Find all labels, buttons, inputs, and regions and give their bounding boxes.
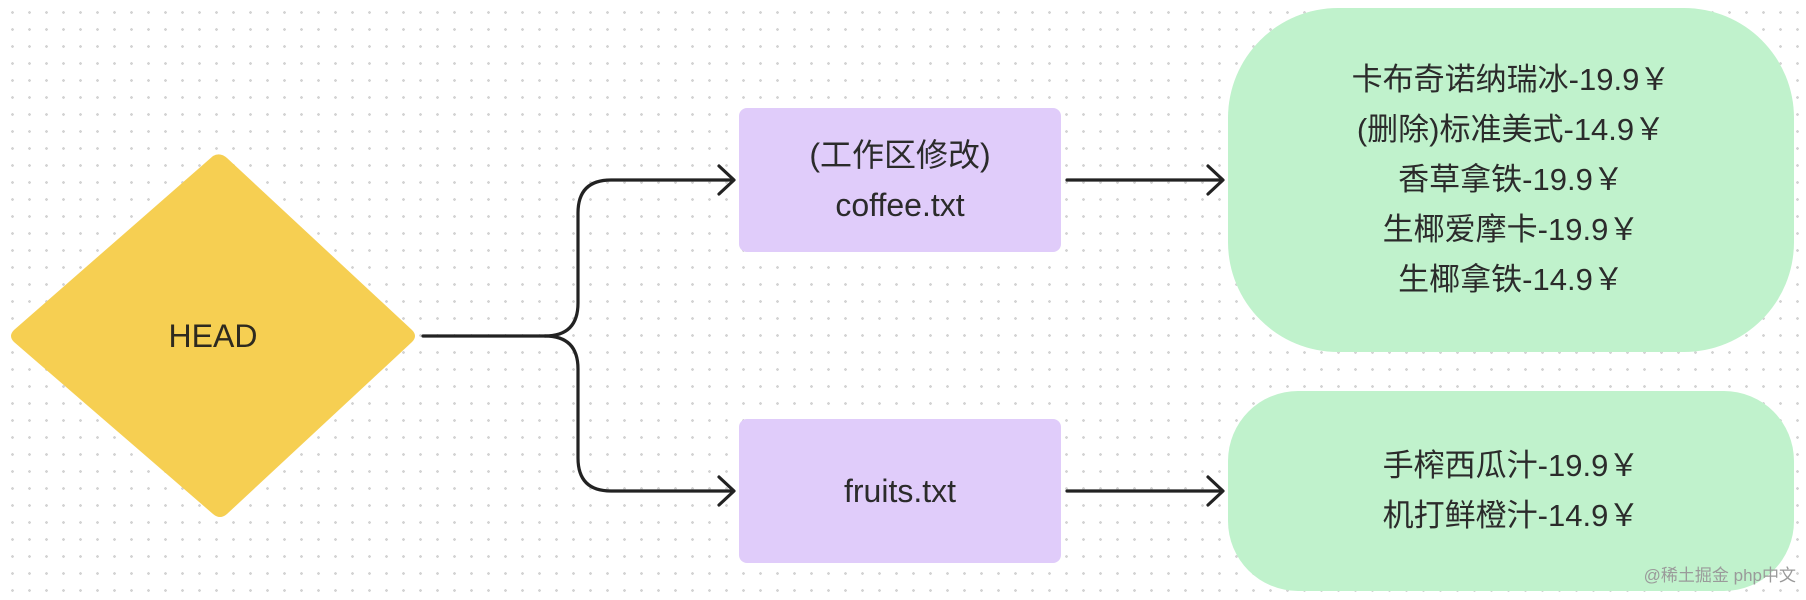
head-diamond-shape [11, 154, 415, 517]
coffee-item: 生椰拿铁-14.9￥ [1398, 262, 1624, 297]
coffee-item: (删除)标准美式-14.9￥ [1356, 112, 1666, 147]
coffee-item: 生椰爱摩卡-19.9￥ [1382, 212, 1640, 247]
arrowhead-fruits [717, 475, 736, 507]
fruits-file-node: fruits.txt [739, 419, 1061, 563]
coffee-file-status: (工作区修改) [809, 137, 991, 173]
coffee-item: 卡布奇诺纳瑞冰-19.9￥ [1351, 62, 1671, 97]
head-node: HEAD [8, 152, 418, 520]
fruits-item: 机打鲜橙汁-14.9￥ [1382, 498, 1640, 533]
coffee-contents-node: 卡布奇诺纳瑞冰-19.9￥ (删除)标准美式-14.9￥ 香草拿铁-19.9￥ … [1228, 8, 1794, 352]
fruits-file-name: fruits.txt [843, 473, 956, 509]
head-label: HEAD [168, 317, 258, 354]
arrowhead-fruits-contents [1206, 475, 1225, 507]
coffee-file-node: (工作区修改) coffee.txt [739, 108, 1061, 252]
fruits-item: 手榨西瓜汁-19.9￥ [1382, 448, 1640, 483]
arrowhead-coffee [717, 164, 736, 196]
branch-to-coffee [543, 178, 735, 338]
watermark: @稀土掘金 php中文 [1643, 566, 1796, 585]
arrowhead-coffee-contents [1206, 164, 1225, 196]
branch-to-fruits [543, 334, 735, 493]
coffee-item: 香草拿铁-19.9￥ [1398, 162, 1624, 197]
coffee-file-name: coffee.txt [835, 187, 965, 223]
fruits-contents-node: 手榨西瓜汁-19.9￥ 机打鲜橙汁-14.9￥ [1228, 391, 1794, 591]
